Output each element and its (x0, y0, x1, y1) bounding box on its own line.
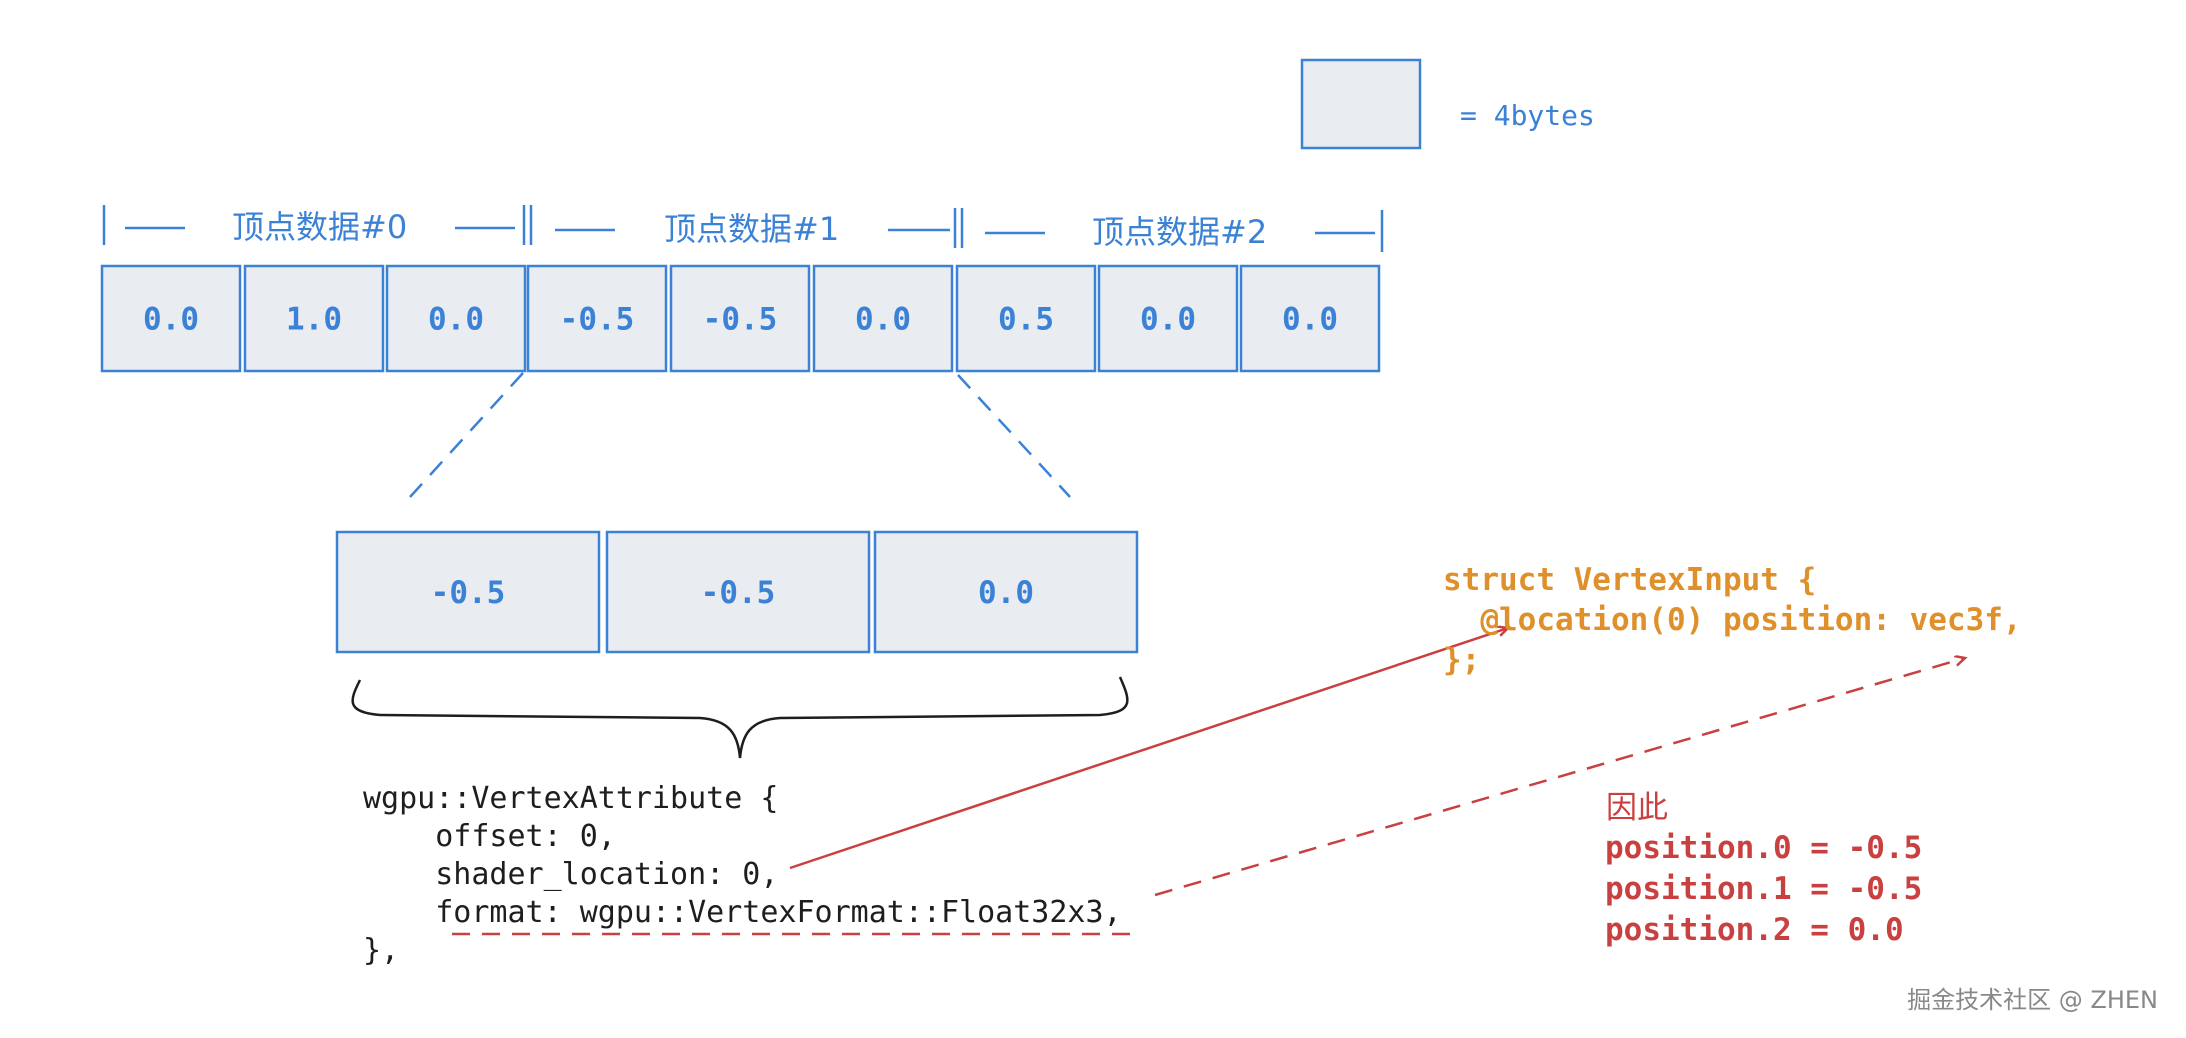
vertex-buffer: 0.0 1.0 0.0 -0.5 -0.5 0.0 0.5 0.0 0.0 (100, 264, 1381, 373)
result-line: position.2 = 0.0 (1605, 912, 1904, 948)
zoom-cell-value: -0.5 (431, 575, 506, 611)
wgsl-line: @location(0) position: vec3f, (1443, 602, 2022, 638)
cpp-vertex-attribute-code: wgpu::VertexAttribute { offset: 0, shade… (363, 781, 1122, 968)
zoom-cell (335, 530, 601, 654)
wgsl-line: struct VertexInput { (1443, 562, 1816, 598)
buffer-cell (526, 264, 668, 373)
format-arrow (1154, 658, 1965, 897)
zoom-cell-value: 0.0 (978, 575, 1034, 611)
vertex-group-brackets (102, 205, 1384, 252)
zoom-cell (873, 530, 1139, 654)
buffer-cell-value: 1.0 (286, 302, 342, 338)
zoom-cell (605, 530, 871, 654)
buffer-cell (1239, 264, 1381, 373)
vertex-label-0: 顶点数据#0 (232, 208, 407, 246)
buffer-cell-value: 0.0 (428, 302, 484, 338)
buffer-cell-value: 0.0 (143, 302, 199, 338)
wgsl-struct-code: struct VertexInput { @location(0) positi… (1443, 562, 2022, 678)
cpp-line: offset: 0, (363, 819, 616, 854)
result-line: position.1 = -0.5 (1605, 871, 1922, 907)
zoom-line-right (957, 374, 1071, 498)
buffer-cell (243, 264, 385, 373)
buffer-cell (1097, 264, 1239, 373)
zoom-line-left (409, 372, 524, 498)
buffer-cell (385, 264, 527, 373)
buffer-cell-value: -0.5 (703, 302, 778, 338)
cpp-line: wgpu::VertexAttribute { (363, 781, 778, 816)
result-line: position.0 = -0.5 (1605, 830, 1922, 866)
buffer-cell (669, 264, 811, 373)
legend-box (1300, 58, 1422, 150)
zoomed-attribute: -0.5 -0.5 0.0 (335, 530, 1139, 654)
curly-brace (351, 676, 1129, 759)
buffer-cell (812, 264, 954, 373)
buffer-cell (100, 264, 242, 373)
buffer-cell-value: -0.5 (560, 302, 635, 338)
cpp-line: shader_location: 0, (363, 857, 778, 892)
wgsl-line: }; (1443, 642, 1480, 678)
shader-location-arrow (789, 628, 1508, 870)
buffer-cell-value: 0.0 (1140, 302, 1196, 338)
cpp-line: }, (363, 933, 399, 968)
legend-label: = 4bytes (1460, 99, 1595, 132)
buffer-cell (955, 264, 1097, 373)
result-block: 因此 position.0 = -0.5 position.1 = -0.5 p… (1605, 790, 1922, 948)
zoom-cell-value: -0.5 (701, 575, 776, 611)
cpp-line: format: wgpu::VertexFormat::Float32x3, (363, 895, 1122, 930)
buffer-cell-value: 0.0 (1282, 302, 1338, 338)
vertex-label-2: 顶点数据#2 (1092, 213, 1267, 251)
vertex-label-1: 顶点数据#1 (664, 210, 839, 248)
result-title: 因此 (1606, 790, 1668, 826)
watermark: 掘金技术社区 @ ZHEN (1907, 986, 2158, 1014)
buffer-cell-value: 0.5 (998, 302, 1054, 338)
buffer-cell-value: 0.0 (855, 302, 911, 338)
